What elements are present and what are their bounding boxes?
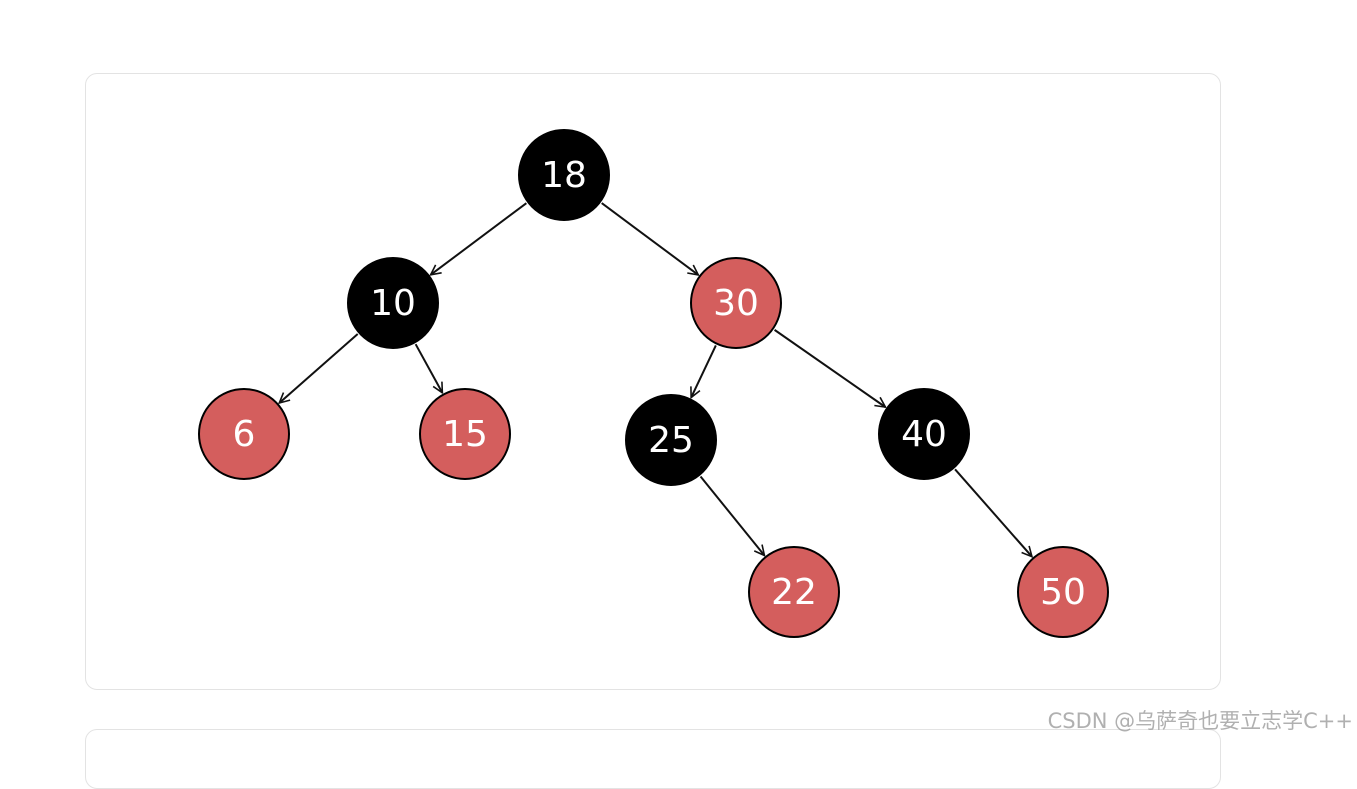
node-label-40: 40 <box>901 414 947 455</box>
node-label-30: 30 <box>713 283 759 324</box>
tree-node-18: 18 <box>518 129 610 221</box>
nodes: 18 10 30 6 15 25 40 22 50 <box>198 129 1109 638</box>
red-black-tree-diagram: 18 10 30 6 15 25 40 22 50 <box>198 129 1109 638</box>
edge-18-30 <box>601 202 699 275</box>
node-circle-6 <box>198 388 290 480</box>
node-label-22: 22 <box>771 572 817 613</box>
edge-10-6 <box>279 333 359 403</box>
node-label-15: 15 <box>442 414 488 455</box>
node-label-18: 18 <box>541 155 587 196</box>
tree-node-22: 22 <box>748 546 840 638</box>
node-label-50: 50 <box>1040 572 1086 613</box>
node-circle-30 <box>690 257 782 349</box>
node-circle-25 <box>625 394 717 486</box>
tree-node-25: 25 <box>625 394 717 486</box>
node-circle-10 <box>347 257 439 349</box>
edge-25-22 <box>699 475 765 556</box>
edge-30-25 <box>691 345 717 397</box>
node-label-6: 6 <box>233 414 256 455</box>
edge-40-50 <box>954 468 1032 556</box>
edge-30-40 <box>773 329 886 407</box>
watermark: CSDN @乌萨奇也要立志学C++ <box>1047 709 1353 733</box>
tree-node-10: 10 <box>347 257 439 349</box>
node-circle-40 <box>878 388 970 480</box>
node-circle-22 <box>748 546 840 638</box>
edge-18-10 <box>431 202 527 275</box>
node-circle-15 <box>419 388 511 480</box>
tree-node-6: 6 <box>198 388 290 480</box>
tree-node-30: 30 <box>690 257 782 349</box>
node-label-25: 25 <box>648 420 694 461</box>
node-circle-18 <box>518 129 610 221</box>
tree-node-40: 40 <box>878 388 970 480</box>
tree-node-15: 15 <box>419 388 511 480</box>
node-circle-50 <box>1017 546 1109 638</box>
tree-node-50: 50 <box>1017 546 1109 638</box>
edge-10-15 <box>414 343 444 393</box>
node-label-10: 10 <box>370 283 416 324</box>
edges <box>279 202 1032 557</box>
